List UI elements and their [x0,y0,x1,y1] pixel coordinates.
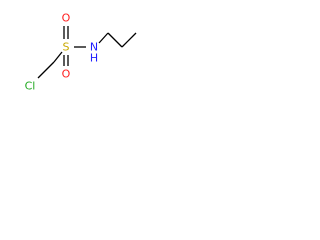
nitrogen-label: N [90,41,98,54]
bond-c1-c2 [107,32,123,48]
hydrogen-label: H [90,52,98,65]
bond-c2-c3 [121,32,137,48]
chlorine-label: Cl [25,80,36,93]
oxygen-top-label: O [62,12,71,25]
bond-n-c1 [98,32,109,44]
bond-ch2-cl [37,61,55,79]
sulfur-label: S [63,41,70,54]
molecule-structure: O S O N H Cl [25,12,137,93]
bond-s-ch2 [53,51,63,63]
oxygen-bottom-label: O [62,68,71,81]
